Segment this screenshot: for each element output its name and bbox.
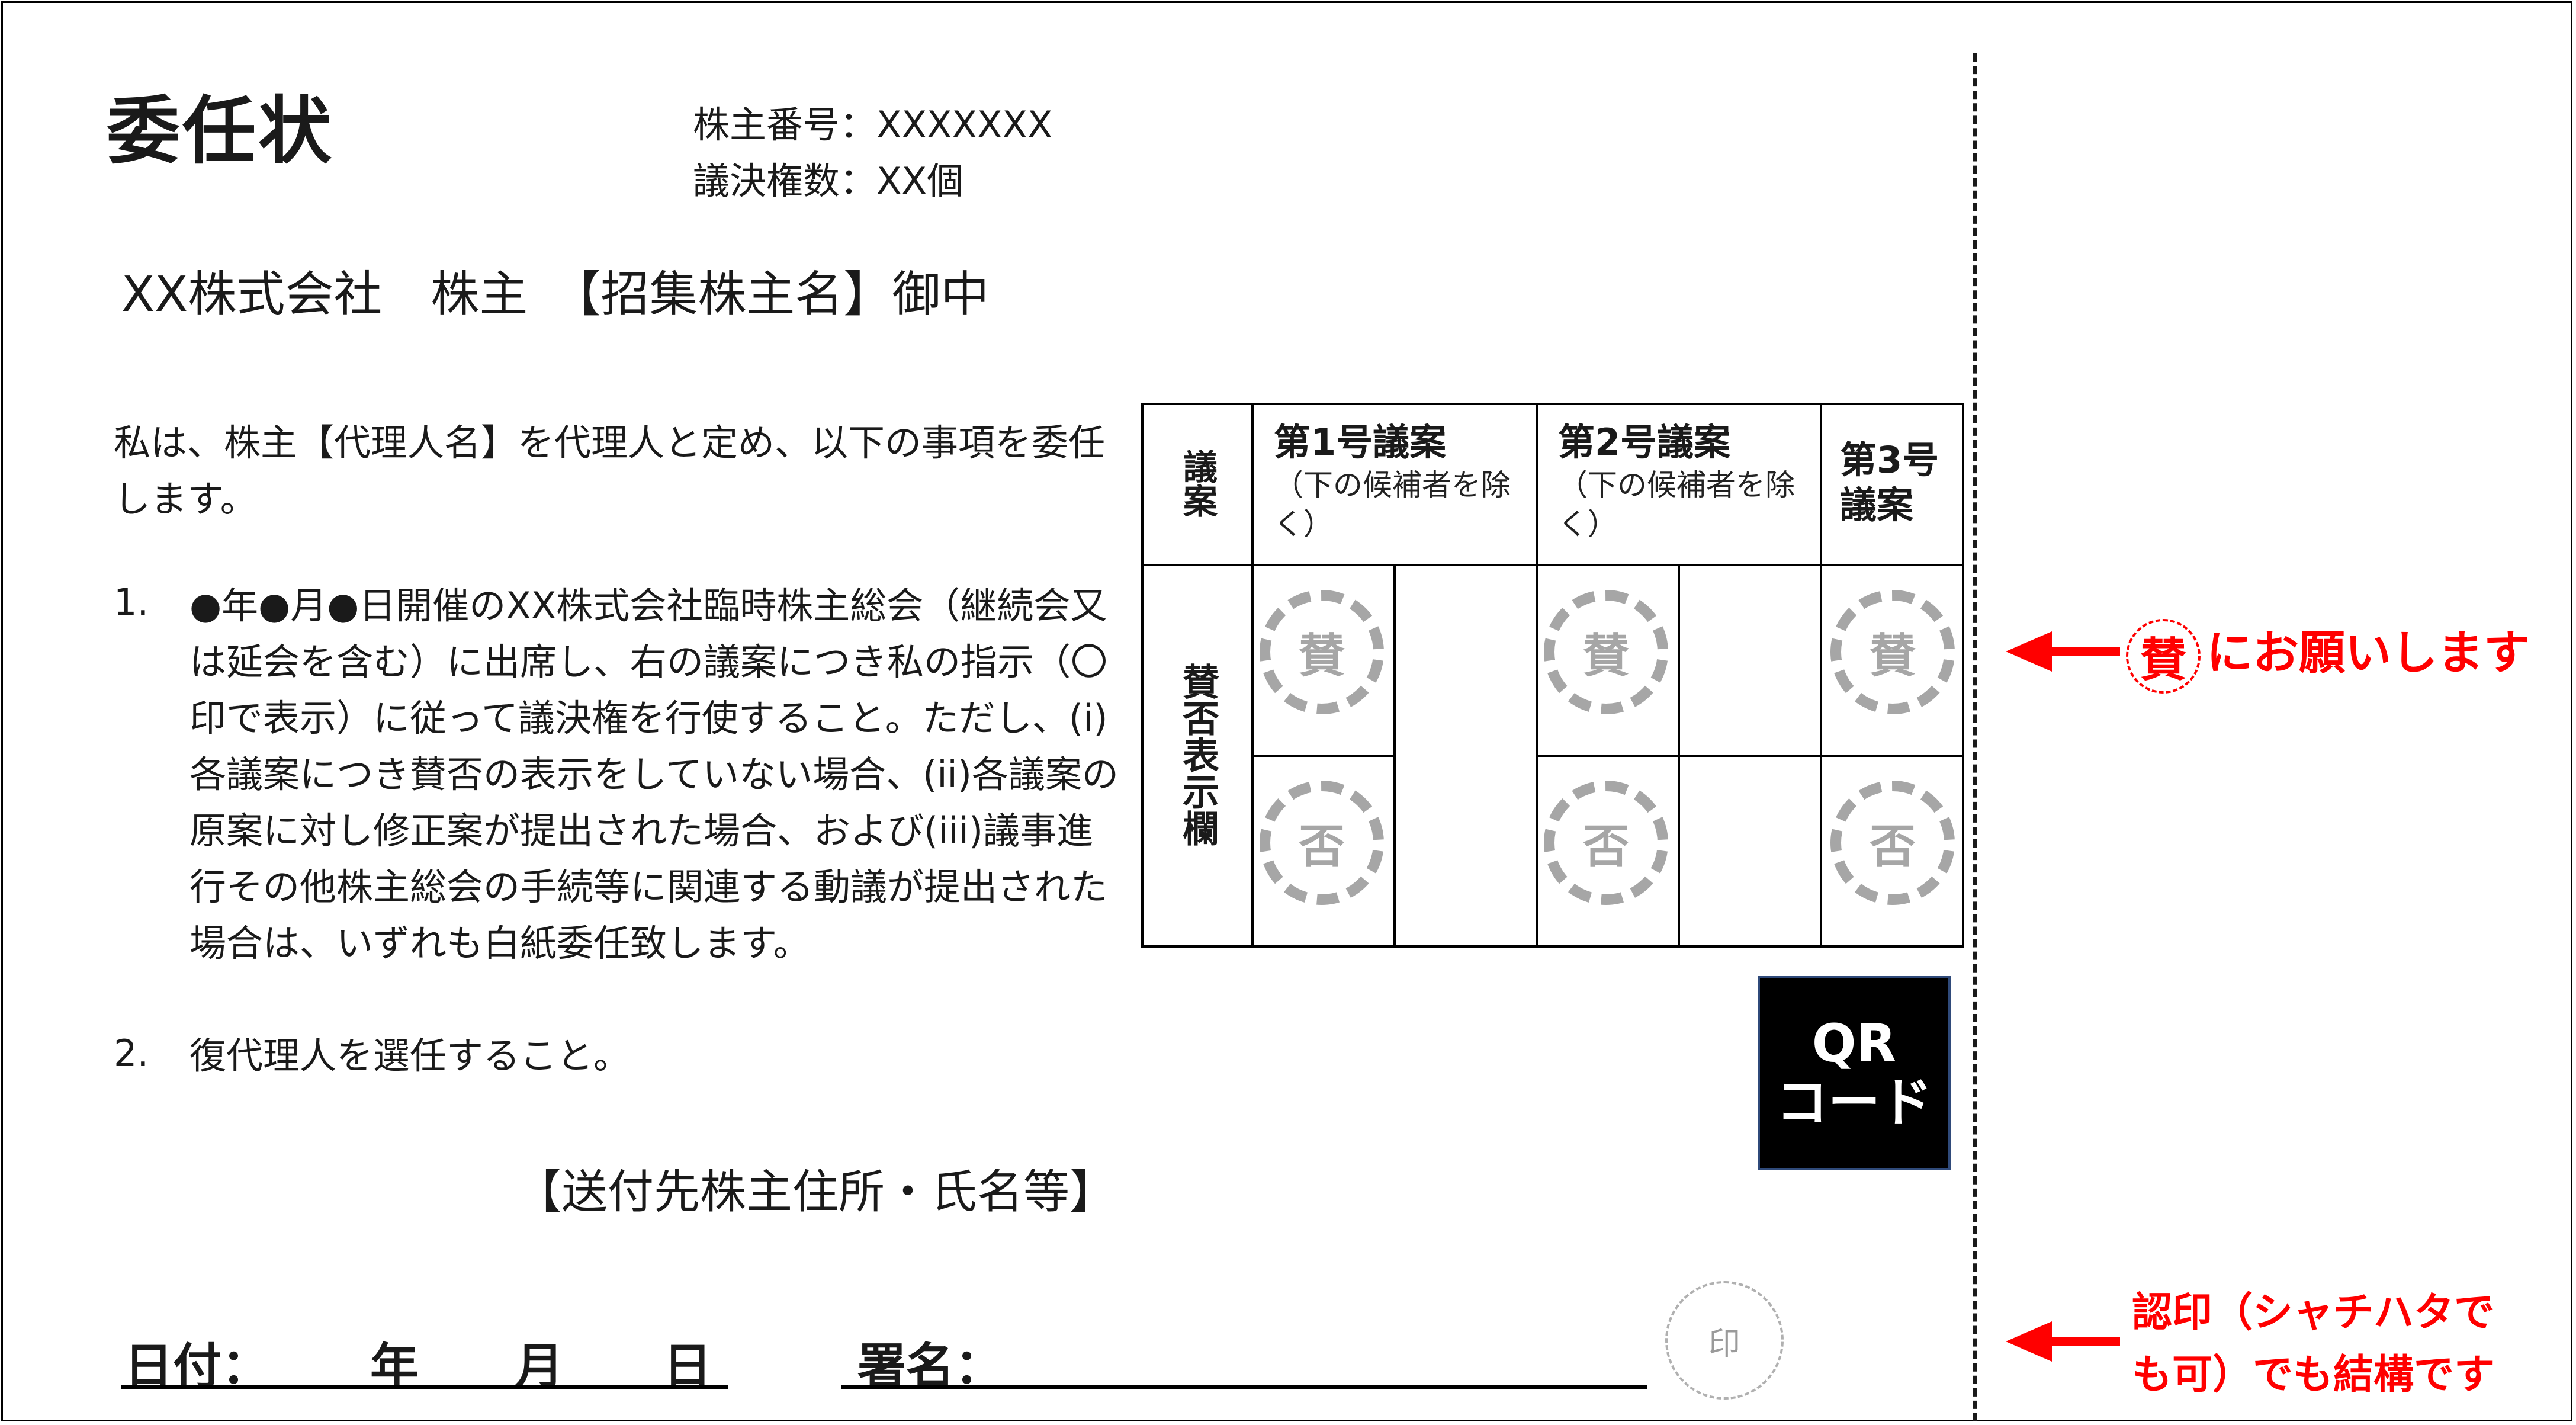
approve-note: 賛にお願いします	[2126, 616, 2530, 694]
left-arrow-icon	[2006, 631, 2120, 672]
vote-row-label: 賛否表示欄	[1141, 564, 1254, 948]
item-number: 1.	[114, 580, 149, 624]
proposal-3-header: 第3号議案	[1820, 403, 1964, 566]
voting-rights: 議決権数：XX個	[693, 159, 963, 203]
approve-cell-1[interactable]: 賛	[1251, 564, 1396, 757]
approve-stamp: 賛	[1830, 590, 1955, 714]
item-number: 2.	[114, 1032, 149, 1075]
perforation-line	[1973, 53, 1977, 1421]
approve-char-circle: 賛	[2126, 618, 2201, 694]
blank-cell-2b	[1678, 755, 1822, 948]
table-header-label: 議案	[1141, 403, 1254, 566]
proposal-2-header: 第2号議案 （下の候補者を除く）	[1536, 403, 1822, 566]
reject-cell-2[interactable]: 否	[1536, 755, 1680, 948]
approve-cell-3[interactable]: 賛	[1820, 564, 1964, 757]
date-underline	[121, 1385, 728, 1389]
blank-cell-2a	[1678, 564, 1822, 757]
vote-table: 議案 第1号議案 （下の候補者を除く） 第2号議案 （下の候補者を除く） 第3号…	[1141, 403, 1964, 948]
sender-address: 【送付先株主住所・氏名等】	[515, 1166, 1116, 1219]
qr-label-line2: コード	[1775, 1072, 1932, 1133]
seal-placeholder: 印	[1665, 1281, 1784, 1400]
reject-stamp: 否	[1260, 781, 1384, 905]
intro-text: 私は、株主【代理人名】を代理人と定め、以下の事項を委任します。	[114, 421, 1106, 521]
reject-cell-3[interactable]: 否	[1820, 755, 1964, 948]
signature-line[interactable]	[841, 1385, 1647, 1389]
reject-stamp: 否	[1830, 781, 1955, 905]
reject-cell-1[interactable]: 否	[1251, 755, 1396, 948]
reject-stamp: 否	[1544, 781, 1668, 905]
document-title: 委任状	[107, 89, 335, 174]
approve-stamp: 賛	[1544, 590, 1668, 714]
qr-label-line1: QR	[1811, 1013, 1897, 1074]
proposal-1-header: 第1号議案 （下の候補者を除く）	[1251, 403, 1538, 566]
seal-note-line1: 認印（シャチハタで	[2132, 1289, 2495, 1336]
left-arrow-icon	[2006, 1321, 2120, 1362]
approve-stamp: 賛	[1260, 590, 1384, 714]
shareholder-number: 株主番号：XXXXXXX	[693, 103, 1053, 146]
approve-cell-2[interactable]: 賛	[1536, 564, 1680, 757]
qr-code-placeholder: QR コード	[1758, 976, 1951, 1170]
blank-cell-1	[1393, 564, 1538, 948]
seal-note-line2: も可）でも結構です	[2132, 1352, 2495, 1398]
addressee: XX株式会社 株主 【招集株主名】御中	[121, 267, 990, 323]
item-text: 復代理人を選任すること。	[189, 1034, 631, 1077]
item-text: ●年●月●日開催のXX株式会社臨時株主総会（継続会又は延会を含む）に出席し、右の…	[189, 584, 1119, 965]
